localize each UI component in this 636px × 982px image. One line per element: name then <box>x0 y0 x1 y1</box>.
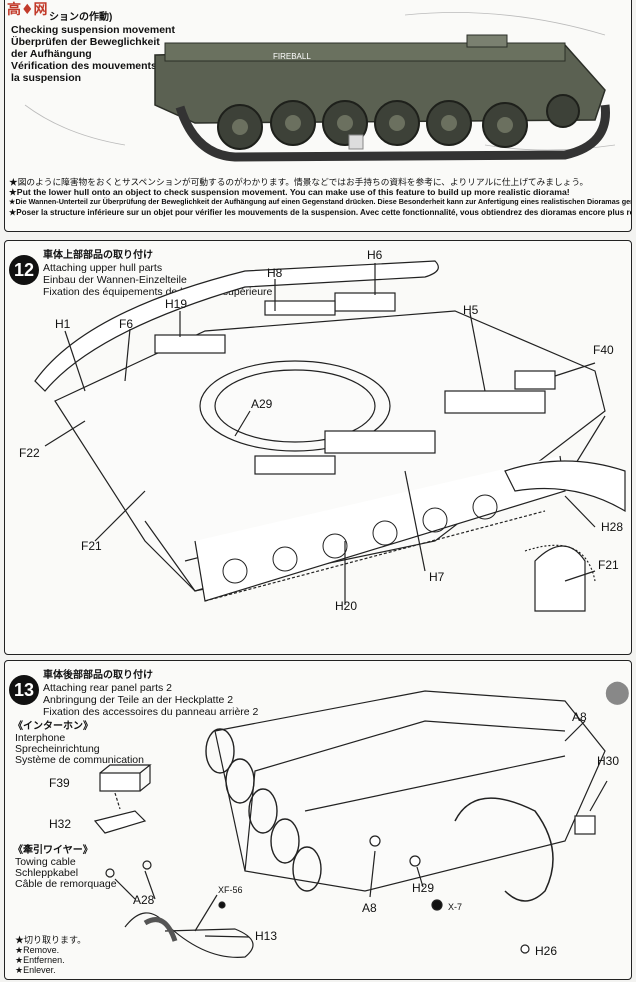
tank-photo: FIREBALL <box>24 12 616 162</box>
part-label-f21-detail: F21 <box>598 558 619 572</box>
part-label-h6: H6 <box>367 248 383 262</box>
step-title-fr: Fixation des équipements de la coque sup… <box>43 286 273 298</box>
interphone-fr: Système de communication <box>15 754 144 766</box>
remove-fr: ★Enlever. <box>15 965 56 975</box>
title-en: Checking suspension movement <box>11 24 175 36</box>
hull-marking: FIREBALL <box>273 52 311 61</box>
part-label-h7: H7 <box>429 570 445 584</box>
note-fr: ★Poser la structure inférieure sur un ob… <box>9 207 632 217</box>
remove-de: ★Entfernen. <box>15 955 65 965</box>
part-label-h1: H1 <box>55 317 71 331</box>
part-label-h32: H32 <box>49 817 72 831</box>
part-label-f39: F39 <box>49 776 70 790</box>
part-label-h8: H8 <box>267 266 283 280</box>
title-de-2: der Aufhängung <box>11 48 92 60</box>
interphone-jp: 《インターホン》 <box>13 721 93 732</box>
step-13-panel: 13 車体後部部品の取り付け Attaching rear panel part… <box>4 660 632 980</box>
step-number-badge: 13 <box>9 675 39 705</box>
step-title-en: Attaching rear panel parts 2 <box>43 682 172 694</box>
part-label-a8-top: A8 <box>572 710 587 724</box>
part-label-h26: H26 <box>535 944 558 958</box>
upper-hull-diagram <box>34 260 626 612</box>
step-title-de: Einbau der Wannen-Einzelteile <box>43 274 187 286</box>
title-fr-2: la suspension <box>11 72 82 84</box>
step-title-de: Anbringung der Teile an der Heckplatte 2 <box>43 694 234 706</box>
part-label-f40: F40 <box>593 343 614 357</box>
part-label-h20: H20 <box>335 599 358 613</box>
part-label-a28: A28 <box>133 893 155 907</box>
interphone-de: Sprecheinrichtung <box>15 743 100 755</box>
paint-label-x7: X-7 <box>448 902 463 912</box>
suspension-notes: ★図のように障害物をおくとサスペンションが可動するのがわかります。情景などではお… <box>9 177 632 221</box>
title-de-1: Überprüfen der Beweglichkeit <box>11 36 160 48</box>
remove-jp: ★切り取ります。 <box>15 935 87 945</box>
towing-jp: 《牽引ワイヤー》 <box>13 845 93 856</box>
part-label-h19: H19 <box>165 297 188 311</box>
part-label-a29: A29 <box>251 397 273 411</box>
step-number-badge: 12 <box>9 255 39 285</box>
towing-fr: Câble de remorquage <box>15 878 117 890</box>
part-label-h28: H28 <box>601 520 624 534</box>
part-label-h29: H29 <box>412 881 435 895</box>
part-label-f22: F22 <box>19 446 40 460</box>
part-label-h30: H30 <box>597 754 620 768</box>
step-title-en: Attaching upper hull parts <box>43 262 163 274</box>
towing-de: Schleppkabel <box>15 867 79 879</box>
part-label-f6: F6 <box>119 317 134 331</box>
suspension-check-panel: 高♦网 ションの作動) Checking suspension movement… <box>4 0 632 232</box>
towing-en: Towing cable <box>15 856 76 868</box>
interphone-en: Interphone <box>15 732 66 744</box>
step-title-jp: 車体後部部品の取り付け <box>43 670 153 681</box>
part-label-a8-bottom: A8 <box>362 901 377 915</box>
paint-label-xf56: XF-56 <box>218 885 243 895</box>
note-en: ★Put the lower hull onto an object to ch… <box>9 187 570 198</box>
title-jp: ションの作動) <box>49 12 113 23</box>
page-corner-marker: ⬤ <box>605 679 630 704</box>
step-12-panel: 12 車体上部部品の取り付け Attaching upper hull part… <box>4 240 632 655</box>
remove-en: ★Remove. <box>15 945 60 955</box>
part-label-f21: F21 <box>81 539 102 553</box>
part-label-h13: H13 <box>255 929 278 943</box>
rear-panel-diagram <box>93 690 608 958</box>
watermark-logo: 高♦网 <box>7 2 48 18</box>
note-de: ★Die Wannen-Unterteil zur Überprüfung de… <box>9 197 632 207</box>
title-fr-1: Vérification des mouvements de <box>11 60 173 72</box>
step-title-fr: Fixation des accessoires du panneau arri… <box>43 706 259 718</box>
step-title-jp: 車体上部部品の取り付け <box>43 250 153 261</box>
part-label-h5: H5 <box>463 303 479 317</box>
note-jp: ★図のように障害物をおくとサスペンションが可動するのがわかります。情景などではお… <box>9 177 589 187</box>
